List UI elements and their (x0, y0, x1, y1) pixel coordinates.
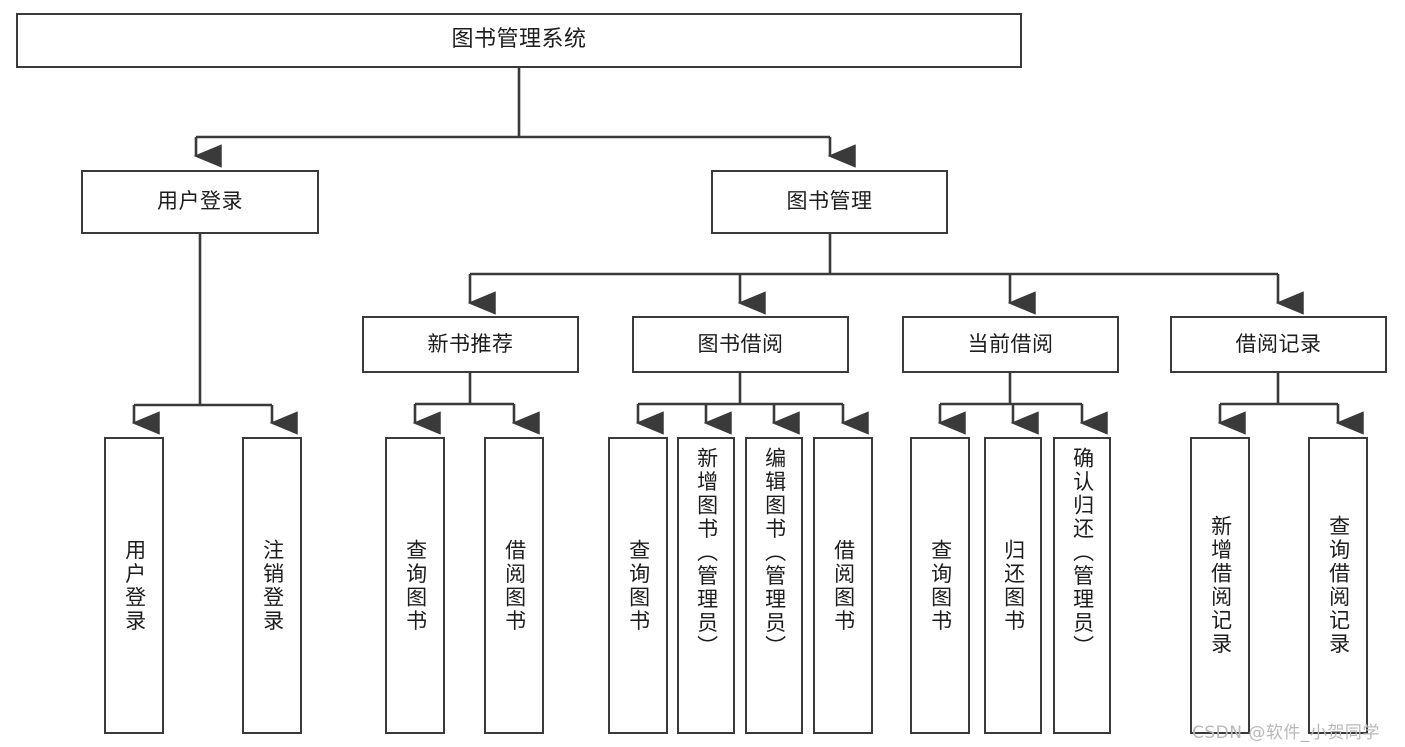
node-label: 用户登录 (157, 189, 243, 214)
node-label: 注销登录 (260, 538, 285, 633)
node-root[interactable]: 图书管理系统 (16, 13, 1022, 68)
leaf-return-book[interactable]: 归还图书 (984, 437, 1042, 734)
node-label: 查询图书 (626, 538, 651, 633)
node-label: 用户登录 (122, 538, 147, 633)
node-label: 图书管理 (786, 189, 873, 214)
node-borrow-record[interactable]: 借阅记录 (1170, 316, 1387, 373)
leaf-query-borrow-record[interactable]: 查询借阅记录 (1308, 437, 1368, 734)
csdn-watermark: CSDN @软件_小贺同学 (1192, 723, 1380, 743)
node-label: 当前借阅 (967, 331, 1054, 356)
node-label: 归还图书 (1001, 538, 1026, 633)
leaf-query-book-current[interactable]: 查询图书 (910, 437, 970, 734)
node-label: 编辑图书（管理员） (762, 447, 787, 659)
node-label: 借阅图书 (831, 538, 856, 633)
node-label: 图书管理系统 (451, 27, 587, 53)
leaf-user-login[interactable]: 用户登录 (104, 437, 164, 734)
leaf-borrow-book[interactable]: 借阅图书 (813, 437, 873, 734)
leaf-edit-book-admin[interactable]: 编辑图书（管理员） (745, 437, 803, 734)
node-book-borrow[interactable]: 图书借阅 (632, 316, 849, 373)
node-new-book-recommend[interactable]: 新书推荐 (362, 316, 579, 373)
leaf-query-book-borrow[interactable]: 查询图书 (608, 437, 668, 734)
node-label: 图书借阅 (697, 331, 784, 356)
leaf-query-book-recommend[interactable]: 查询图书 (385, 437, 445, 734)
node-label: 查询图书 (403, 538, 428, 633)
node-user-login[interactable]: 用户登录 (81, 170, 319, 234)
node-label: 查询图书 (928, 538, 953, 633)
node-label: 查询借阅记录 (1326, 515, 1351, 656)
node-label: 借阅图书 (502, 538, 527, 633)
leaf-confirm-return-admin[interactable]: 确认归还（管理员） (1053, 437, 1111, 734)
node-label: 新书推荐 (427, 331, 514, 356)
leaf-borrow-book-recommend[interactable]: 借阅图书 (484, 437, 544, 734)
leaf-add-borrow-record[interactable]: 新增借阅记录 (1190, 437, 1250, 734)
leaf-add-book-admin[interactable]: 新增图书（管理员） (677, 437, 735, 734)
leaf-logout[interactable]: 注销登录 (242, 437, 302, 734)
node-label: 新增借阅记录 (1208, 515, 1233, 656)
node-label: 新增图书（管理员） (694, 447, 719, 659)
node-label: 确认归还（管理员） (1070, 447, 1095, 659)
node-book-management[interactable]: 图书管理 (711, 170, 948, 234)
node-current-borrow[interactable]: 当前借阅 (902, 316, 1119, 373)
node-label: 借阅记录 (1235, 331, 1322, 356)
